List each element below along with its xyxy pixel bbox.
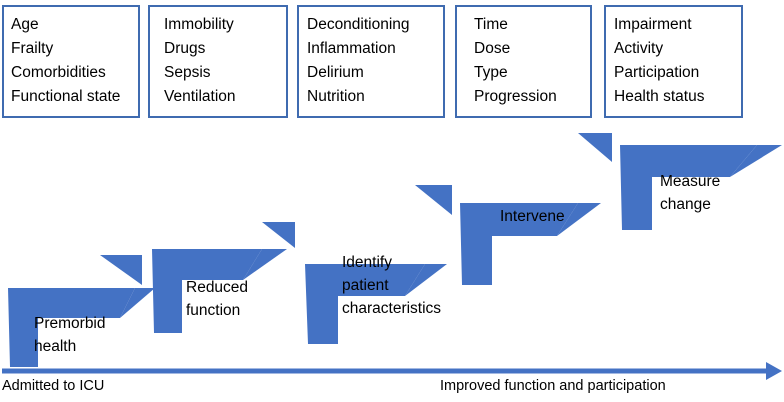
factor-item: Participation — [614, 64, 700, 81]
factor-item: Impairment — [614, 16, 692, 33]
factor-item: Dose — [474, 40, 511, 57]
factor-item: Sepsis — [164, 64, 211, 81]
step-arrow-tip-5 — [730, 145, 782, 177]
factor-item: Age — [11, 16, 39, 33]
step-arrow-1 — [8, 288, 135, 367]
step-riser-3 — [415, 185, 452, 215]
factor-item: Nutrition — [307, 88, 365, 105]
step-riser-4 — [578, 133, 612, 162]
factor-item: Health status — [614, 88, 705, 105]
factor-box-intervention-parameters: Time Dose Type Progression — [455, 5, 592, 118]
step-caption-premorbid-health: Premorbid health — [34, 315, 106, 355]
factor-item: Progression — [474, 88, 557, 105]
step-arrow-2 — [152, 249, 262, 333]
factor-item: Deconditioning — [307, 16, 410, 33]
factor-item: Time — [474, 16, 508, 33]
factor-item: Type — [474, 64, 508, 81]
step-caption-intervene: Intervene — [500, 208, 565, 225]
step-arrow-3 — [305, 264, 425, 344]
factor-item: Ventilation — [164, 88, 236, 105]
step-arrow-tip-4 — [557, 203, 601, 236]
progress-axis-arrowhead — [766, 362, 782, 380]
factor-box-outcome-domains: Impairment Activity Participation Health… — [604, 5, 743, 118]
factor-item: Frailty — [11, 40, 54, 57]
step-caption-reduced-function: Reduced function — [186, 279, 249, 319]
axis-label-start: Admitted to ICU — [2, 378, 105, 394]
factor-box-icu-consequences: Deconditioning Inflammation Delirium Nut… — [297, 5, 445, 118]
step-caption-identify-patient-characteristics: Identify patient characteristics — [342, 254, 442, 317]
step-arrow-tip-1 — [120, 288, 155, 318]
step-riser-2 — [262, 222, 295, 248]
factor-box-icu-exposures: Immobility Drugs Sepsis Ventilation — [148, 5, 288, 118]
factor-item: Activity — [614, 40, 664, 57]
step-arrow-4 — [460, 203, 578, 285]
factor-item: Immobility — [164, 16, 234, 33]
factor-item: Inflammation — [307, 40, 396, 57]
step-arrow-5 — [620, 145, 757, 230]
factor-item: Delirium — [307, 64, 364, 81]
step-riser-1 — [100, 255, 142, 285]
factor-item: Comorbidities — [11, 64, 106, 81]
axis-label-end: Improved function and participation — [440, 378, 666, 394]
factor-item: Functional state — [11, 88, 121, 105]
factor-item: Drugs — [164, 40, 206, 57]
step-arrow-tip-2 — [243, 249, 287, 280]
step-caption-measure-change: Measure change — [660, 173, 721, 213]
step-arrow-tip-3 — [405, 264, 447, 296]
factor-box-patient-characteristics: Age Frailty Comorbidities Functional sta… — [2, 5, 140, 118]
